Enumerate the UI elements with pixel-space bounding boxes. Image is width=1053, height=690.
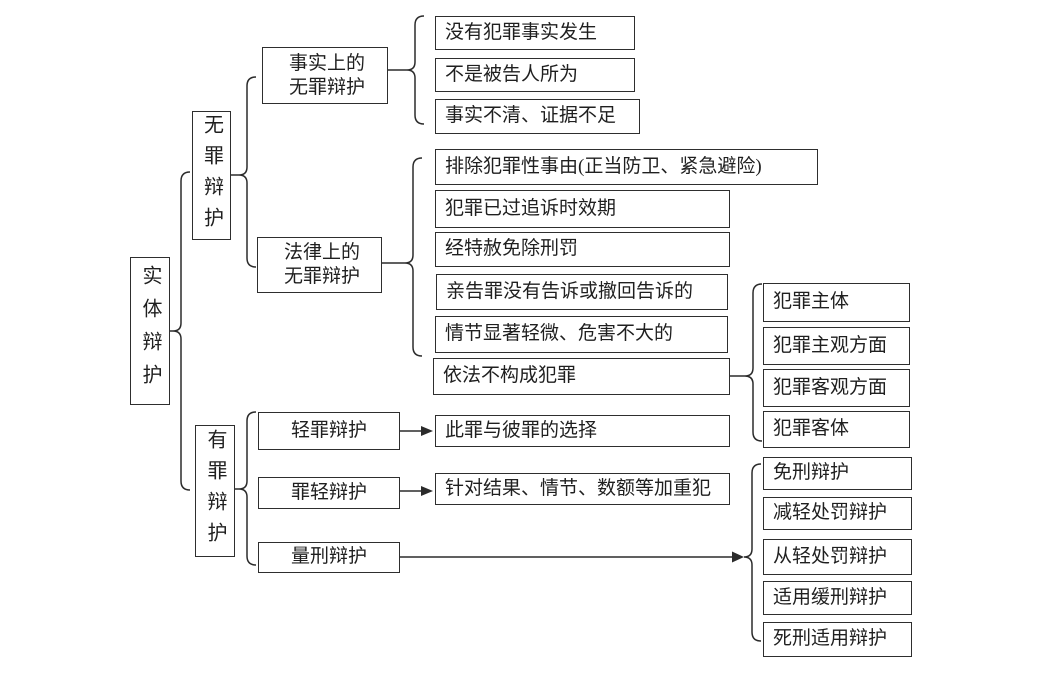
legal-item-6-label: 依法不构成犯罪 (443, 365, 577, 387)
node-sentencing-defense-label: 量刑辩护 (290, 546, 367, 568)
sentencing-item-2-label: 减轻处罚辩护 (773, 502, 888, 524)
crime-element-4: 犯罪客体 (763, 411, 910, 448)
node-innocent-defense-label: 无罪辩护 (200, 113, 223, 238)
crime-element-4-label: 犯罪客体 (773, 418, 850, 440)
brace-legal (404, 157, 423, 357)
legal-item-5: 情节显著轻微、危害不大的 (435, 316, 728, 353)
factual-item-2: 不是被告人所为 (435, 58, 635, 92)
factual-item-3-label: 事实不清、证据不足 (445, 105, 617, 127)
lesser-offense-target-label: 此罪与彼罪的选择 (445, 419, 598, 441)
brace-root (172, 171, 191, 491)
sentencing-item-2: 减轻处罚辩护 (763, 497, 912, 530)
legal-item-3: 经特赦免除刑罚 (435, 232, 730, 267)
sentencing-item-1-label: 免刑辩护 (773, 462, 850, 484)
arrow-lesser-offense-head (421, 426, 433, 436)
legal-item-1: 排除犯罪性事由(正当防卫、紧急避险) (435, 149, 818, 185)
legal-item-2: 犯罪已过追诉时效期 (435, 190, 730, 228)
lighter-guilt-target: 针对结果、情节、数额等加重犯 (435, 473, 730, 505)
crime-element-3: 犯罪客观方面 (763, 369, 910, 407)
node-root-label: 实体辩护 (139, 265, 161, 397)
node-factual-innocence-line1: 事实上的 (289, 52, 366, 74)
sentencing-item-1: 免刑辩护 (763, 457, 912, 490)
factual-item-1: 没有犯罪事实发生 (435, 16, 635, 50)
arrow-lighter-guilt-head (421, 486, 433, 496)
brace-sentencing (743, 463, 762, 642)
factual-item-1-label: 没有犯罪事实发生 (445, 21, 598, 43)
node-lesser-offense-defense-label: 轻罪辩护 (290, 419, 367, 441)
node-legal-innocence-line1: 法律上的 (284, 242, 361, 263)
sentencing-item-5-label: 死刑适用辩护 (773, 628, 888, 650)
brace-factual (406, 15, 425, 125)
crime-element-2-label: 犯罪主观方面 (773, 334, 888, 356)
crime-element-2: 犯罪主观方面 (763, 327, 910, 365)
sentencing-item-3: 从轻处罚辩护 (763, 539, 912, 575)
brace-guilty (238, 411, 257, 566)
crime-element-3-label: 犯罪客观方面 (773, 376, 888, 398)
legal-item-2-label: 犯罪已过追诉时效期 (445, 197, 617, 219)
brace-crime-elements (744, 283, 763, 442)
node-factual-innocence: 事实上的 无罪辩护 (262, 47, 388, 104)
node-legal-innocence: 法律上的 无罪辩护 (257, 237, 382, 293)
arrow-sentencing-head (732, 551, 744, 563)
brace-innocent (238, 76, 257, 268)
legal-item-1-label: 排除犯罪性事由(正当防卫、紧急避险) (445, 155, 762, 177)
legal-item-5-label: 情节显著轻微、危害不大的 (445, 323, 674, 345)
lighter-guilt-target-label: 针对结果、情节、数额等加重犯 (445, 477, 712, 499)
node-lighter-guilt-defense: 罪轻辩护 (258, 477, 400, 509)
lesser-offense-target: 此罪与彼罪的选择 (435, 415, 730, 447)
legal-item-4: 亲告罪没有告诉或撤回告诉的 (436, 274, 728, 310)
node-factual-innocence-line2: 无罪辩护 (289, 76, 366, 98)
legal-item-6: 依法不构成犯罪 (433, 358, 730, 395)
node-legal-innocence-line2: 无罪辩护 (284, 266, 361, 287)
node-sentencing-defense: 量刑辩护 (258, 542, 400, 573)
sentencing-item-5: 死刑适用辩护 (763, 622, 912, 657)
node-root: 实体辩护 (130, 257, 170, 405)
node-guilty-defense: 有罪辩护 (195, 425, 235, 557)
node-lesser-offense-defense: 轻罪辩护 (258, 412, 400, 450)
legal-item-4-label: 亲告罪没有告诉或撤回告诉的 (446, 280, 694, 302)
crime-element-1-label: 犯罪主体 (773, 291, 850, 313)
node-innocent-defense: 无罪辩护 (192, 111, 231, 240)
sentencing-item-4-label: 适用缓刑辩护 (773, 586, 888, 608)
factual-item-3: 事实不清、证据不足 (435, 99, 640, 134)
factual-item-2-label: 不是被告人所为 (445, 63, 579, 85)
legal-item-3-label: 经特赦免除刑罚 (445, 238, 579, 260)
node-lighter-guilt-defense-label: 罪轻辩护 (290, 481, 367, 503)
sentencing-item-3-label: 从轻处罚辩护 (773, 545, 888, 567)
sentencing-item-4: 适用缓刑辩护 (763, 581, 912, 615)
crime-element-1: 犯罪主体 (763, 283, 910, 322)
node-guilty-defense-label: 有罪辩护 (204, 429, 226, 553)
